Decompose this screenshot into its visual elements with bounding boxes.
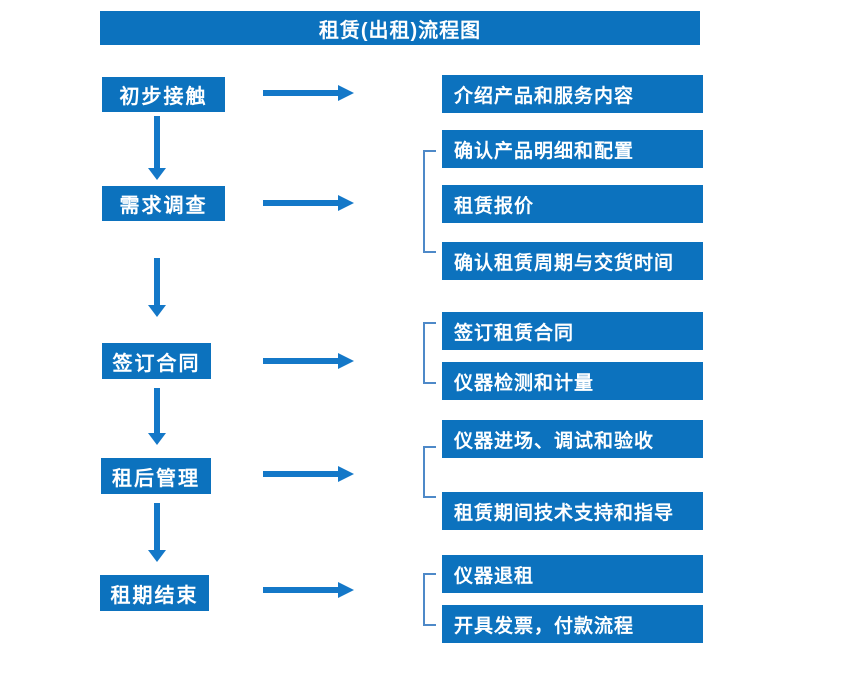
flowchart-title-bar: 租赁(出租)流程图: [100, 11, 700, 45]
stage-box-lease-end: 租期结束: [100, 575, 209, 611]
arrow-shaft: [154, 388, 160, 434]
flow-arrow-down-2: [148, 258, 166, 317]
detail-box-rental-quotation: 租赁报价: [442, 185, 703, 223]
detail-box-technical-support: 租赁期间技术支持和指导: [442, 492, 703, 530]
arrow-shaft: [263, 587, 340, 593]
flow-arrow-right-3: [263, 353, 354, 369]
flowchart-title: 租赁(出租)流程图: [318, 19, 482, 42]
arrow-shaft: [154, 258, 160, 306]
arrow-down-icon: [148, 305, 166, 317]
detail-box-introduce-products: 介绍产品和服务内容: [442, 75, 703, 113]
arrow-right-icon: [338, 466, 354, 482]
flow-arrow-down-3: [148, 388, 166, 445]
flow-arrow-right-5: [263, 582, 354, 598]
group-bracket-demand-survey: [423, 150, 436, 253]
arrow-right-icon: [338, 582, 354, 598]
arrow-shaft: [263, 200, 340, 206]
detail-label: 介绍产品和服务内容: [454, 85, 635, 107]
detail-box-instrument-inspection: 仪器检测和计量: [442, 362, 703, 400]
flow-arrow-down-1: [148, 116, 166, 180]
arrow-down-icon: [148, 433, 166, 445]
detail-box-instrument-entry-acceptance: 仪器进场、调试和验收: [442, 420, 703, 458]
flow-arrow-down-4: [148, 503, 166, 562]
arrow-right-icon: [338, 195, 354, 211]
arrow-shaft: [263, 471, 340, 477]
stage-box-initial-contact: 初步接触: [102, 77, 225, 112]
stage-label: 租后管理: [112, 467, 200, 490]
detail-box-confirm-period-delivery: 确认租赁周期与交货时间: [442, 242, 703, 280]
detail-box-sign-rental-contract: 签订租赁合同: [442, 312, 703, 350]
stage-box-sign-contract: 签订合同: [102, 343, 211, 379]
arrow-right-icon: [338, 85, 354, 101]
arrow-shaft: [263, 358, 340, 364]
group-bracket-sign-contract: [423, 322, 436, 384]
stage-box-post-rental-management: 租后管理: [101, 458, 211, 494]
group-bracket-lease-end: [423, 573, 436, 626]
arrow-shaft: [263, 90, 340, 96]
detail-label: 租赁期间技术支持和指导: [454, 502, 675, 524]
group-bracket-post-rental-management: [423, 446, 436, 498]
arrow-down-icon: [148, 550, 166, 562]
stage-label: 需求调查: [119, 195, 208, 217]
detail-box-instrument-return: 仪器退租: [442, 555, 703, 593]
detail-box-invoice-payment: 开具发票，付款流程: [442, 605, 703, 643]
detail-label: 仪器进场、调试和验收: [454, 430, 655, 452]
detail-label: 签订租赁合同: [454, 322, 575, 344]
stage-label: 租期结束: [110, 584, 199, 607]
detail-label: 确认产品明细和配置: [454, 140, 635, 162]
arrow-down-icon: [148, 168, 166, 180]
stage-box-demand-survey: 需求调查: [102, 186, 225, 221]
detail-box-confirm-product-config: 确认产品明细和配置: [442, 130, 703, 168]
flow-arrow-right-2: [263, 195, 354, 211]
stage-label: 签订合同: [112, 352, 201, 375]
detail-label: 确认租赁周期与交货时间: [454, 252, 675, 274]
arrow-shaft: [154, 116, 160, 169]
detail-label: 开具发票，付款流程: [454, 615, 635, 637]
detail-label: 仪器检测和计量: [454, 372, 595, 394]
flow-arrow-right-1: [263, 85, 354, 101]
detail-label: 仪器退租: [454, 565, 535, 587]
arrow-shaft: [154, 503, 160, 551]
stage-label: 初步接触: [119, 86, 208, 108]
arrow-right-icon: [338, 353, 354, 369]
detail-label: 租赁报价: [454, 195, 535, 217]
flow-arrow-right-4: [263, 466, 354, 482]
